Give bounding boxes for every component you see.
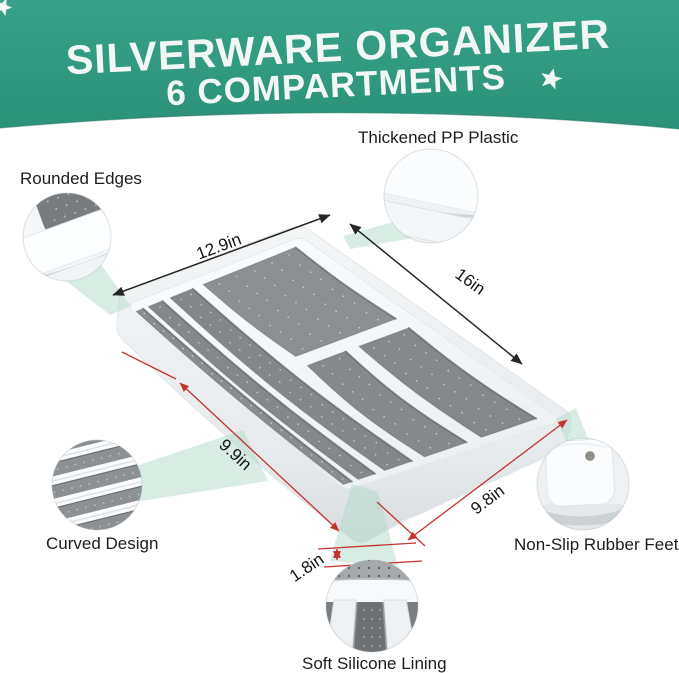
stripe-gap-shadow [52, 456, 142, 486]
arrow-length [349, 223, 523, 365]
liner-stripe [52, 461, 142, 502]
bubble-ring [22, 192, 112, 282]
bubble-ring [536, 437, 630, 531]
bubble-ring [383, 148, 479, 244]
arrow-width [112, 214, 331, 296]
bubble-ring [51, 439, 143, 531]
banner-shape [0, 0, 679, 129]
banner-edge-line [0, 112, 679, 130]
stripe-gap-shadow [52, 477, 142, 508]
thickened-pp-label: Thickened PP Plastic [358, 128, 519, 147]
dimension-arrows-black [112, 214, 523, 365]
stripe-edge [52, 482, 142, 512]
rounded-edges-bubble [22, 192, 112, 282]
arrow-left-edge [179, 382, 340, 532]
rubber-foot-dot [585, 451, 595, 461]
soft-silicone-label: Soft Silicone Lining [302, 654, 447, 673]
rounded-edges-label: Rounded Edges [20, 169, 142, 188]
curved-design-label: Curved Design [46, 534, 158, 553]
ext-line-left [121, 351, 177, 380]
liner-stripe [52, 482, 142, 524]
bubble-ring [325, 559, 419, 653]
stripe-edge [52, 460, 142, 490]
arrow-front-edge [407, 419, 568, 541]
non-slip-feet-label: Non-Slip Rubber Feet [514, 535, 679, 554]
header-banner: SILVERWARE ORGANIZER 6 COMPARTMENTS [0, 0, 679, 130]
liner-stripe [52, 440, 142, 481]
ext-line-right [376, 501, 426, 547]
callout-labels: Rounded Edges Thickened PP Plastic Curve… [20, 128, 679, 673]
compartment-shadow-edge [191, 287, 413, 463]
height-guide-top [317, 542, 417, 550]
